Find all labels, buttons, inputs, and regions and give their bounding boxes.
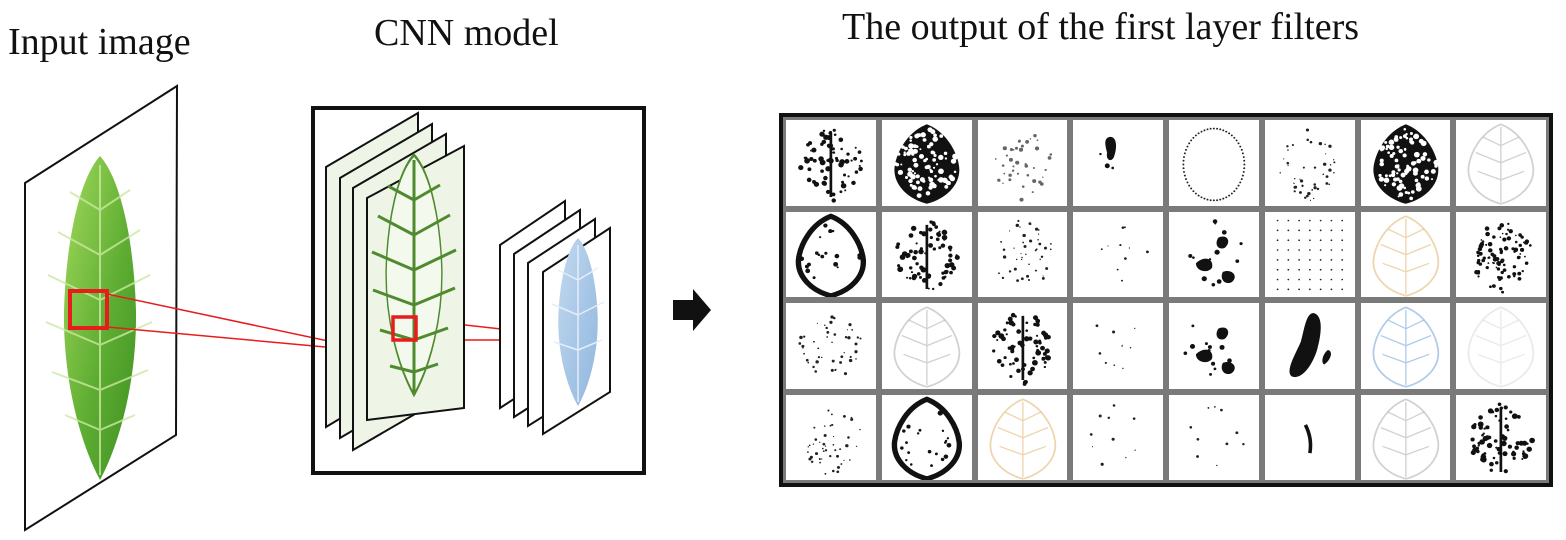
filter-output-image <box>1303 423 1313 453</box>
filter-output-cell <box>1261 300 1358 392</box>
filter-output-image <box>795 213 866 297</box>
cnn-model-label: CNN model <box>374 12 559 54</box>
filter-output-cell <box>878 208 975 300</box>
filter-output-cell <box>1357 300 1454 392</box>
filter-output-cell <box>1261 391 1358 483</box>
filter-output-image <box>994 133 1052 202</box>
filter-output-image <box>1470 401 1536 473</box>
filter-output-cell <box>783 208 879 300</box>
filter-output-image <box>891 396 962 480</box>
filter-output-cell <box>974 208 1071 300</box>
filter-output-cell <box>1070 208 1166 300</box>
blue-feature-maps <box>499 199 611 436</box>
filter-output-image <box>1474 222 1532 294</box>
filter-output-image <box>1279 128 1336 201</box>
filter-output-image <box>1372 214 1439 297</box>
input-image-label: Input image <box>8 21 191 63</box>
filter-output-cell <box>1166 117 1262 209</box>
filter-output-image <box>991 312 1051 386</box>
filter-output-image <box>798 128 863 203</box>
filter-output-image <box>1095 324 1136 370</box>
filter-output-cell <box>878 391 975 483</box>
filter-output-cell <box>1357 117 1454 209</box>
filter-output-cell <box>1070 391 1166 483</box>
green-feature-maps <box>325 113 464 450</box>
filter-output-cell <box>1070 300 1166 392</box>
filter-output-cell <box>1453 117 1549 209</box>
filter-output-image <box>1289 313 1331 378</box>
filter-output-cell <box>1166 208 1262 300</box>
receptive-field-box <box>68 289 109 330</box>
filter-output-image <box>895 219 960 290</box>
filter-output-grid <box>779 113 1553 487</box>
filter-output-cell <box>878 117 975 209</box>
filter-output-image <box>1189 405 1245 466</box>
filter-output-image <box>1182 127 1246 202</box>
filter-output-cell <box>1453 300 1549 392</box>
output-title-label: The output of the first layer filters <box>842 6 1360 48</box>
filter-output-image <box>798 315 862 376</box>
filter-output-image <box>1090 403 1137 466</box>
filter-output-cell <box>1166 300 1262 392</box>
filter-output-cell <box>783 300 879 392</box>
filter-output-image <box>1467 123 1535 205</box>
filter-output-cell <box>878 300 975 392</box>
filter-output-image <box>1372 306 1439 388</box>
filter-output-cell <box>1453 391 1549 483</box>
leaf-veins <box>45 165 153 475</box>
feature-map-focus-box <box>391 315 418 342</box>
filter-output-cell <box>974 300 1071 392</box>
cnn-model-box <box>311 108 646 475</box>
input-image-panel <box>24 84 179 532</box>
right-arrow-icon <box>673 289 711 331</box>
filter-output-cell <box>1070 117 1166 209</box>
filter-output-image <box>893 124 960 204</box>
filter-output-cell <box>1166 391 1262 483</box>
filter-output-image <box>893 306 960 388</box>
filter-output-image <box>807 409 861 475</box>
filter-output-image <box>1101 225 1150 282</box>
filter-output-image <box>997 219 1052 282</box>
filter-output-image <box>1372 124 1439 204</box>
filter-output-cell <box>1357 208 1454 300</box>
filter-output-image <box>1188 218 1243 286</box>
filter-output-cell <box>1261 208 1358 300</box>
filter-output-cell <box>783 391 879 483</box>
filter-output-cell <box>1357 391 1454 483</box>
filter-output-image <box>989 397 1056 480</box>
filter-output-image <box>1372 397 1439 480</box>
filter-output-cell <box>974 391 1071 483</box>
filter-output-cell <box>783 117 879 209</box>
filter-output-image <box>1183 324 1235 376</box>
filter-output-image <box>1467 306 1535 388</box>
filter-output-image <box>1099 136 1117 170</box>
filter-output-image <box>1276 219 1343 290</box>
filter-output-cell <box>1453 208 1549 300</box>
filter-output-cell <box>1261 117 1358 209</box>
filter-output-cell <box>974 117 1071 209</box>
